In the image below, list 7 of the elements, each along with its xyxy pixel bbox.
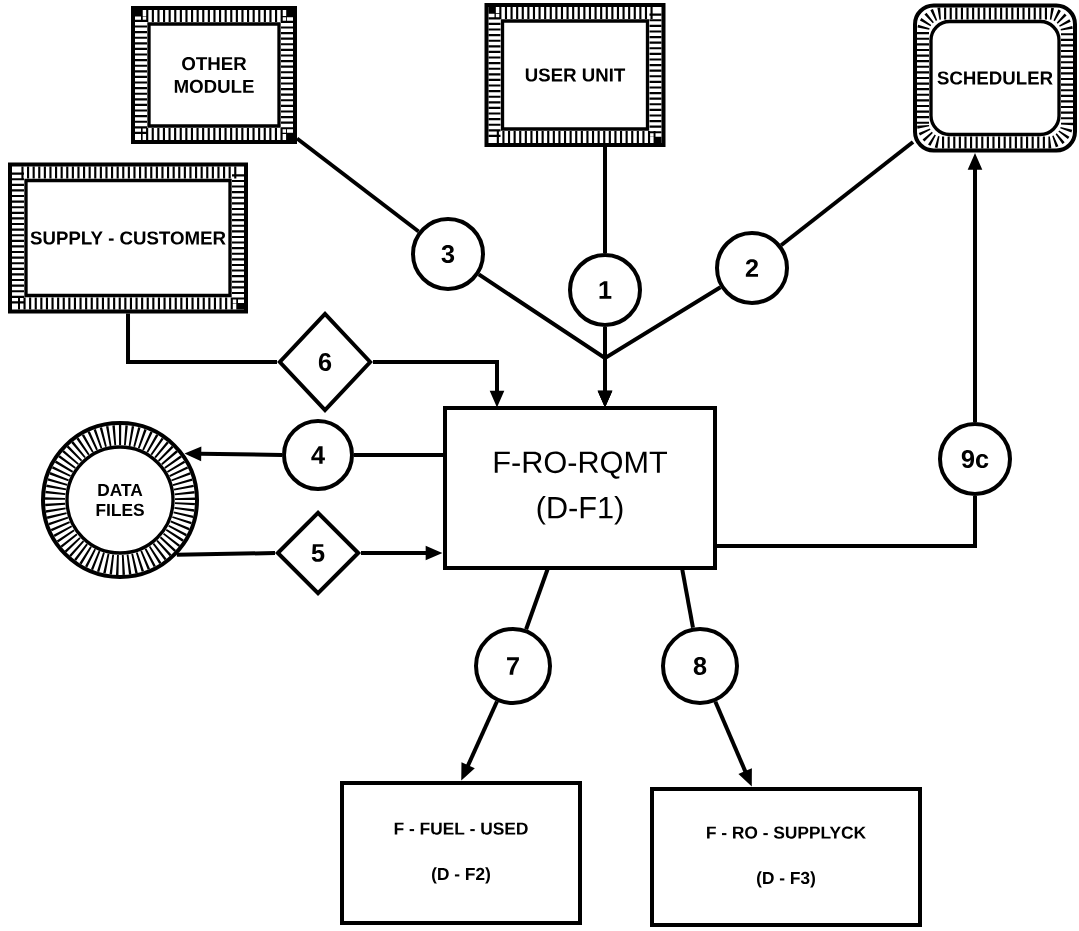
external-entity-box: USER UNIT xyxy=(484,3,666,147)
process-box: F - RO - SUPPLYCK (D - F3) xyxy=(650,787,922,927)
external-entity-box: OTHER MODULE xyxy=(131,6,297,144)
process-box: F - FUEL - USED (D - F2) xyxy=(340,781,582,925)
external-entity-box: SUPPLY - CUSTOMER xyxy=(8,162,248,314)
process-box: F-RO-RQMT (D-F1) xyxy=(443,406,717,570)
external-entity-box: SCHEDULER xyxy=(913,3,1077,153)
